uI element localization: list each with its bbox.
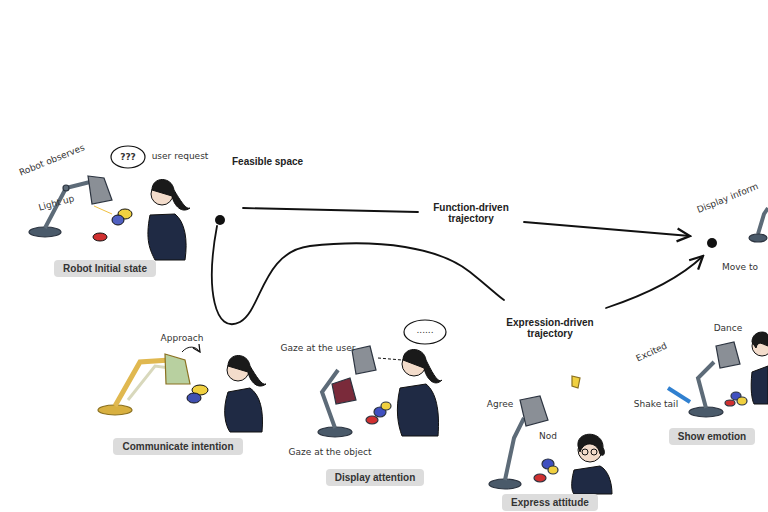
lamp-emotion bbox=[668, 342, 747, 417]
feasible-region: Feasible space bbox=[170, 125, 768, 365]
speech-bubble bbox=[111, 146, 145, 168]
start-dot bbox=[215, 215, 225, 225]
person-attitude bbox=[572, 434, 612, 494]
stage-label-box: Robot Initial state bbox=[54, 260, 156, 277]
stage-label-box: Display attention bbox=[326, 469, 425, 486]
trajectory-label: Function-driven trajectory bbox=[424, 202, 519, 224]
stage-label-box: Show emotion bbox=[669, 428, 755, 445]
lamp-final bbox=[749, 208, 768, 242]
annotation: ??? bbox=[120, 152, 136, 162]
annotation: Gaze at the user bbox=[281, 343, 356, 353]
trajectory-lines bbox=[212, 208, 703, 324]
lamp-attention bbox=[318, 346, 391, 437]
annotation: Dance bbox=[714, 323, 743, 333]
person-attention bbox=[397, 350, 442, 437]
stage-label-text: Express attitude bbox=[511, 497, 589, 508]
region-outline bbox=[178, 150, 768, 360]
lamp-attitude bbox=[489, 376, 580, 489]
stage-label-text: Show emotion bbox=[678, 431, 746, 442]
lamp-approach bbox=[98, 354, 190, 415]
region-label: Feasible space bbox=[232, 156, 303, 167]
motion-arrow bbox=[182, 347, 200, 352]
end-dot bbox=[707, 238, 717, 248]
annotation: Agree bbox=[487, 399, 513, 409]
person-initial bbox=[93, 180, 190, 261]
speech-bubble bbox=[404, 320, 446, 344]
annotation: ...... bbox=[416, 325, 433, 335]
person-emotion bbox=[751, 332, 768, 404]
annotation: Nod bbox=[539, 431, 557, 441]
annotation: Robot observes bbox=[18, 142, 86, 177]
stage-label-box: Communicate intention bbox=[113, 438, 242, 455]
annotation: Shake tail bbox=[634, 399, 678, 409]
annotation: Move to bbox=[722, 262, 758, 272]
stage-label-text: Display attention bbox=[335, 472, 416, 483]
annotation: Gaze at the object bbox=[289, 447, 372, 457]
annotation: user request bbox=[152, 151, 209, 161]
annotation: Display inform bbox=[696, 181, 760, 215]
lamp-initial bbox=[29, 176, 112, 237]
stage-label-text: Robot Initial state bbox=[63, 263, 147, 274]
gaze-line bbox=[378, 358, 402, 360]
person-approach bbox=[187, 356, 266, 433]
annotation: Approach bbox=[161, 333, 204, 343]
trajectory-label: Expression-driven trajectory bbox=[500, 317, 600, 339]
stage-label-text: Communicate intention bbox=[122, 441, 233, 452]
annotation: Excited bbox=[635, 340, 669, 363]
stage-label-box: Express attitude bbox=[502, 494, 598, 511]
